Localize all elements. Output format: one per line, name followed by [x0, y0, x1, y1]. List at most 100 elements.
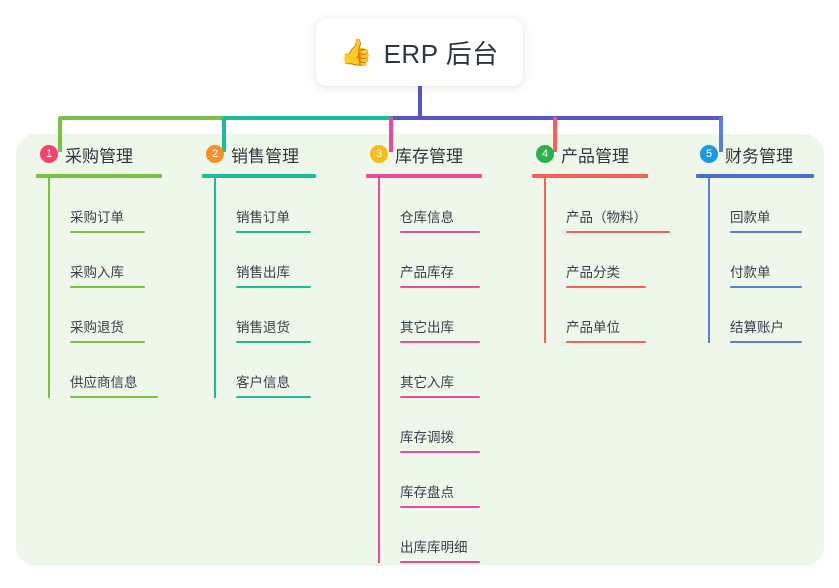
branch-stem: [214, 178, 216, 398]
branch-items-5: 回款单付款单结算账户: [708, 178, 824, 343]
branch-item-label: 采购入库: [70, 265, 124, 281]
branch-stem: [48, 178, 50, 398]
branch-item-label: 结算账户: [730, 320, 784, 336]
branch-column-3: 3 库存管理仓库信息产品库存其它出库其它入库库存调拨库存盘点出库库明细: [346, 134, 512, 566]
branch-item-underline: [566, 286, 646, 288]
branch-header-3[interactable]: 3 库存管理: [346, 134, 512, 174]
branch-item-label: 出库库明细: [400, 540, 468, 556]
branch-item-label: 采购订单: [70, 210, 124, 226]
branch-item[interactable]: 结算账户: [708, 288, 824, 343]
branch-item[interactable]: 库存调拨: [378, 398, 512, 453]
branch-item-underline: [400, 286, 480, 288]
branch-item[interactable]: 付款单: [708, 233, 824, 288]
root-title: ERP 后台: [383, 38, 499, 69]
branch-header-5[interactable]: 5 财务管理: [676, 134, 824, 174]
branch-item-underline: [236, 396, 311, 398]
branch-item-underline: [730, 286, 802, 288]
branch-item-underline: [236, 231, 311, 233]
branch-item[interactable]: 其它入库: [378, 343, 512, 398]
branch-item-underline: [400, 561, 480, 563]
branch-item-label: 其它出库: [400, 320, 454, 336]
branch-item[interactable]: 其它出库: [378, 288, 512, 343]
branch-item[interactable]: 回款单: [708, 178, 824, 233]
branch-title-2: 销售管理: [231, 146, 299, 166]
branch-item[interactable]: 产品（物料）: [544, 178, 676, 233]
branch-header-underline: [696, 174, 814, 178]
branch-item-underline: [566, 231, 670, 233]
branch-item[interactable]: 库存盘点: [378, 453, 512, 508]
branch-item[interactable]: 采购订单: [48, 178, 182, 233]
branch-item[interactable]: 产品库存: [378, 233, 512, 288]
thumbs-up-icon: 👍: [340, 37, 373, 67]
branch-item-label: 付款单: [730, 265, 771, 281]
branch-item-label: 产品（物料）: [566, 210, 647, 226]
branch-item-underline: [730, 231, 802, 233]
branch-item[interactable]: 销售出库: [214, 233, 346, 288]
branch-item-underline: [70, 231, 145, 233]
branch-header-underline: [202, 174, 316, 178]
branch-items-4: 产品（物料） 产品分类产品单位: [544, 178, 676, 343]
branch-title-4: 产品管理: [561, 146, 629, 166]
branch-header-4[interactable]: 4 产品管理: [512, 134, 676, 174]
branch-item-label: 销售订单: [236, 210, 290, 226]
branch-item-label: 产品库存: [400, 265, 454, 281]
branch-item-label: 回款单: [730, 210, 771, 226]
branch-header-underline: [36, 174, 162, 178]
branch-stem: [378, 178, 380, 563]
branch-item-underline: [70, 286, 145, 288]
branch-item[interactable]: 采购入库: [48, 233, 182, 288]
branch-item-label: 产品单位: [566, 320, 620, 336]
branch-item[interactable]: 采购退货: [48, 288, 182, 343]
branch-item-label: 库存调拨: [400, 430, 454, 446]
branch-column-1: 1 采购管理采购订单采购入库采购退货供应商信息: [16, 134, 182, 566]
branch-item-underline: [566, 341, 646, 343]
branch-item[interactable]: 产品单位: [544, 288, 676, 343]
branch-title-3: 库存管理: [395, 146, 463, 166]
branch-item[interactable]: 销售退货: [214, 288, 346, 343]
branch-item-underline: [236, 341, 311, 343]
branch-item-underline: [400, 506, 480, 508]
branch-item[interactable]: 出库库明细: [378, 508, 512, 563]
branch-item[interactable]: 产品分类: [544, 233, 676, 288]
branch-items-2: 销售订单销售出库销售退货客户信息: [214, 178, 346, 398]
branch-item-underline: [70, 341, 145, 343]
branch-columns: 1 采购管理采购订单采购入库采购退货供应商信息 2 销售管理销售订单销售出库销售退货客…: [16, 134, 824, 566]
branch-item-label: 客户信息: [236, 375, 290, 391]
branch-item-label: 供应商信息: [70, 375, 138, 391]
branch-item-label: 销售退货: [236, 320, 290, 336]
branch-title-1: 采购管理: [65, 146, 133, 166]
branch-items-3: 仓库信息产品库存其它出库其它入库库存调拨库存盘点出库库明细: [378, 178, 512, 563]
branch-header-underline: [532, 174, 648, 178]
branch-item-underline: [70, 396, 158, 398]
branch-column-4: 4 产品管理产品（物料） 产品分类产品单位: [512, 134, 676, 566]
branch-column-2: 2 销售管理销售订单销售出库销售退货客户信息: [182, 134, 346, 566]
root-node[interactable]: 👍 ERP 后台: [316, 18, 523, 86]
branch-item-underline: [236, 286, 311, 288]
branch-badge-4: 4: [536, 145, 554, 163]
branch-item[interactable]: 销售订单: [214, 178, 346, 233]
branch-badge-3: 3: [370, 145, 388, 163]
branch-header-2[interactable]: 2 销售管理: [182, 134, 346, 174]
branch-header-1[interactable]: 1 采购管理: [16, 134, 182, 174]
branch-item-underline: [400, 451, 480, 453]
branch-item-label: 产品分类: [566, 265, 620, 281]
branch-item-label: 其它入库: [400, 375, 454, 391]
branch-item[interactable]: 客户信息: [214, 343, 346, 398]
branch-item-label: 库存盘点: [400, 485, 454, 501]
branch-stem: [708, 178, 710, 343]
branch-item-label: 仓库信息: [400, 210, 454, 226]
branch-items-1: 采购订单采购入库采购退货供应商信息: [48, 178, 182, 398]
branch-badge-2: 2: [206, 145, 224, 163]
branch-item-label: 采购退货: [70, 320, 124, 336]
branch-title-5: 财务管理: [725, 146, 793, 166]
branch-item[interactable]: 供应商信息: [48, 343, 182, 398]
branch-header-underline: [366, 174, 482, 178]
branch-item-underline: [400, 396, 480, 398]
branch-badge-1: 1: [40, 145, 58, 163]
branch-item-underline: [400, 341, 480, 343]
diagram-panel: [16, 134, 824, 566]
branch-item[interactable]: 仓库信息: [378, 178, 512, 233]
branch-stem: [544, 178, 546, 343]
branch-badge-5: 5: [700, 145, 718, 163]
